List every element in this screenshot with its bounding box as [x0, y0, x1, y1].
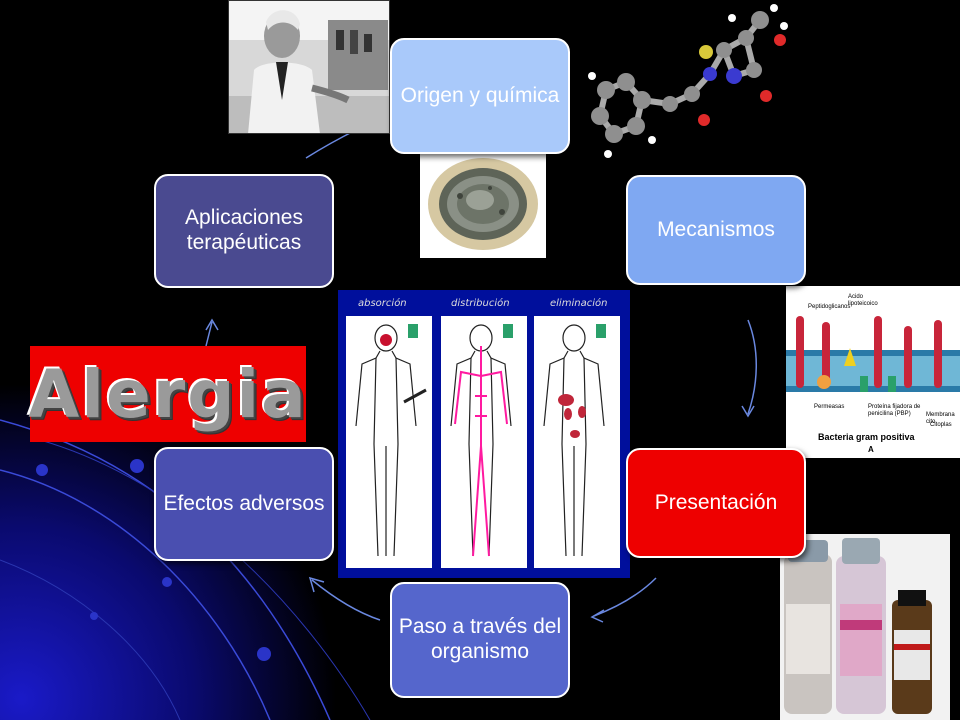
- node-label: Efectos adversos: [163, 491, 325, 515]
- node-label: Aplicaciones terapéuticas: [185, 206, 303, 254]
- node-origin-chemistry[interactable]: Origen y química: [390, 38, 570, 154]
- membrane-label: Peptidoglicanos: [808, 304, 851, 310]
- molecule-model: [584, 0, 796, 172]
- node-mechanisms[interactable]: Mecanismos: [626, 175, 806, 285]
- body-pharmacokinetics-diagram: absorción distribución eliminación: [338, 290, 630, 578]
- decor-dot: [130, 459, 144, 473]
- cycle-arrow: [311, 579, 381, 621]
- arrowhead: [590, 609, 605, 623]
- cycle-arrow: [747, 319, 757, 415]
- arc-line: [0, 559, 181, 720]
- decor-dot: [90, 612, 98, 620]
- decor-dot: [36, 464, 48, 476]
- membrane-label: Citoplas: [930, 422, 952, 428]
- mold-culture-photo: [420, 150, 546, 258]
- absorption-panel: [346, 316, 432, 568]
- arrowhead: [308, 576, 325, 593]
- node-label: Presentación: [654, 490, 778, 514]
- decor-dot: [162, 577, 172, 587]
- arrowhead: [741, 405, 755, 418]
- decor-dot: [257, 647, 271, 661]
- arc-line: [0, 469, 271, 720]
- distribution-label: distribución: [451, 298, 510, 309]
- absorption-label: absorción: [358, 298, 407, 309]
- distribution-panel: [441, 316, 527, 568]
- node-label: Paso a través del organismo: [398, 615, 562, 663]
- medicine-vials-photo: [780, 534, 950, 720]
- node-label: Mecanismos: [657, 217, 775, 241]
- node-therapeutic-applications[interactable]: Aplicaciones terapéuticas: [154, 174, 334, 288]
- bacterial-membrane-figure: Peptidoglicanos Acido lipoteicoico Perme…: [786, 286, 960, 458]
- elimination-panel: [534, 316, 620, 568]
- elimination-label: eliminación: [550, 298, 608, 309]
- alergia-text: Alergia: [28, 355, 308, 433]
- alergia-banner: Alergia: [28, 346, 308, 442]
- membrane-label: Proteína fijadora de penicilina (PBP): [868, 404, 921, 417]
- scientist-photo: [228, 0, 390, 134]
- node-passage-through-body[interactable]: Paso a través del organismo: [390, 582, 570, 698]
- membrane-panel-letter: A: [868, 445, 874, 454]
- cycle-arrow: [593, 577, 657, 617]
- membrane-label: Permeasas: [814, 404, 845, 410]
- arrowhead: [205, 318, 219, 331]
- node-adverse-effects[interactable]: Efectos adversos: [154, 447, 334, 561]
- node-presentation[interactable]: Presentación: [626, 448, 806, 558]
- cycle-arrow: [205, 321, 213, 347]
- membrane-label: Membrana cito: [926, 412, 955, 425]
- node-label: Origen y química: [400, 83, 560, 107]
- membrane-label: Acido lipoteicoico: [848, 294, 878, 307]
- membrane-title: Bacteria gram positiva: [818, 432, 915, 442]
